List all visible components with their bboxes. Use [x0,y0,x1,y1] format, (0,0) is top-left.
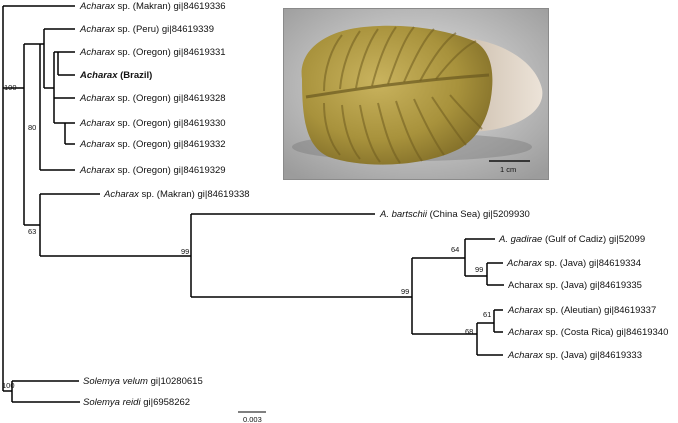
acharax-shell-image: 1 cm [284,9,548,179]
bootstrap-value: 68 [465,327,473,336]
specimen-photo: 1 cm [283,8,549,180]
leaf-label: Acharax sp. (Makran) gi|84619338 [103,189,250,200]
tree-branches [2,5,504,403]
leaf-label: Acharax sp. (Aleutian) gi|84619337 [507,305,656,316]
bootstrap-value: 100 [4,83,17,92]
bootstrap-value: 99 [401,287,409,296]
bootstrap-value: 80 [28,123,36,132]
leaf-label: Acharax sp. (Oregon) gi|84619331 [79,47,226,58]
leaf-label: Acharax sp. (Costa Rica) gi|84619340 [507,327,668,338]
bootstrap-value: 99 [475,265,483,274]
leaf-label: Solemya reidi gi|6958262 [83,397,190,408]
bootstrap-value: 100 [2,381,15,390]
leaf-label: Acharax sp. (Oregon) gi|84619329 [79,165,226,176]
leaf-label: A. bartschii (China Sea) gi|5209930 [379,209,530,220]
leaf-label-brazil: Acharax (Brazil) [79,70,152,81]
photo-scale-label: 1 cm [500,165,516,174]
tree-scale-label: 0.003 [243,415,262,423]
leaf-label: Acharax sp. (Peru) gi|84619339 [79,24,214,35]
leaf-label: A. gadirae (Gulf of Cadiz) gi|52099 [498,234,645,245]
bootstrap-value: 61 [483,310,491,319]
leaf-label: Acharax sp. (Makran) gi|84619336 [79,1,226,12]
bootstrap-value: 64 [451,245,459,254]
leaf-label: Solemya velum gi|10280615 [83,376,203,387]
leaf-label: Acharax sp. (Oregon) gi|84619328 [79,93,226,104]
bootstrap-value: 63 [28,227,36,236]
leaf-label: Acharax sp. (Java) gi|84619333 [507,350,642,361]
leaf-label: Acharax sp. (Oregon) gi|84619330 [79,118,226,129]
bootstrap-value: 99 [181,247,189,256]
leaf-label: Acharax sp. (Oregon) gi|84619332 [79,139,226,150]
leaf-label: Acharax sp. (Java) gi|84619335 [508,280,642,291]
leaf-label: Acharax sp. (Java) gi|84619334 [506,258,641,269]
